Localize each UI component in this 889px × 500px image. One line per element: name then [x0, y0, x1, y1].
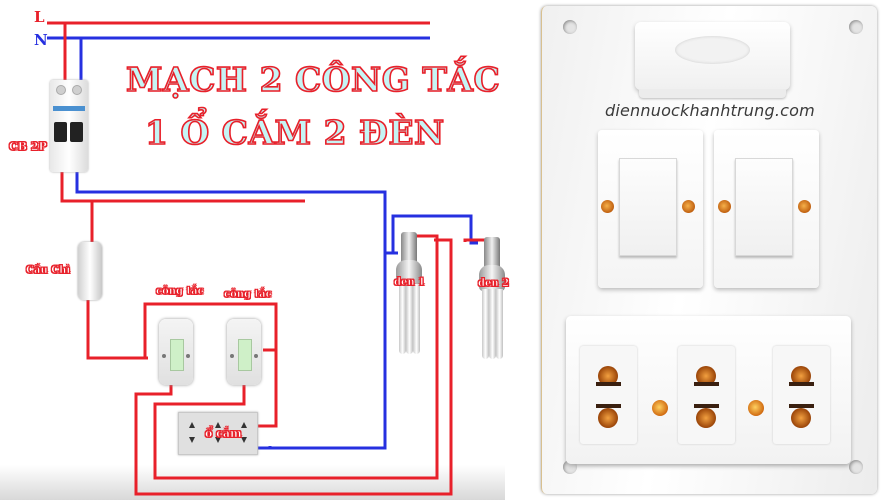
diagram-title-line2: 1 Ổ CẮM 2 ĐÈN	[144, 112, 445, 153]
label-fuse: Cầu Chì	[26, 265, 71, 277]
lamp-2-icon	[477, 237, 507, 367]
label-neutral: N	[34, 31, 48, 49]
triple-outlet	[566, 316, 851, 464]
label-socket: ổ cắm	[205, 427, 242, 441]
indicator-led-icon	[601, 200, 614, 213]
outlet-2	[678, 346, 735, 444]
wall-switch-2	[714, 130, 819, 288]
switch-2-icon	[227, 319, 261, 385]
indicator-led-icon	[748, 400, 764, 416]
indicator-led-icon	[652, 400, 668, 416]
fuse-cover	[635, 22, 790, 98]
label-switch-1: công tắc	[156, 286, 204, 298]
indicator-led-icon	[718, 200, 731, 213]
lamp-1-icon	[394, 232, 424, 362]
screw-hole-icon	[849, 460, 863, 474]
label-lamp-1: den 1	[394, 277, 426, 289]
diagram-title-line1: MẠCH 2 CÔNG TẮC	[125, 59, 501, 100]
label-breaker: CB 2P	[9, 140, 47, 154]
outlet-3	[773, 346, 830, 444]
fuse-icon	[78, 242, 102, 300]
watermark: diennuockhanhtrung.com	[605, 101, 815, 120]
screw-hole-icon	[849, 20, 863, 34]
indicator-led-icon	[798, 200, 811, 213]
label-switch-2: công tắc	[224, 289, 272, 301]
screw-hole-icon	[563, 20, 577, 34]
socket-icon	[178, 412, 258, 455]
label-live: L	[34, 8, 45, 26]
label-lamp-2: den 2	[478, 278, 510, 290]
wall-switch-1	[598, 130, 703, 288]
switch-1-icon	[159, 319, 193, 385]
wiring-diagram: MẠCH 2 CÔNG TẮC 1 Ổ CẮM 2 ĐÈN L N CB 2P …	[0, 8, 510, 500]
wires	[47, 21, 490, 496]
rocker-1	[619, 158, 677, 256]
indicator-led-icon	[682, 200, 695, 213]
circuit-breaker-icon	[50, 80, 88, 172]
rocker-2	[735, 158, 793, 256]
outlet-1	[580, 346, 637, 444]
